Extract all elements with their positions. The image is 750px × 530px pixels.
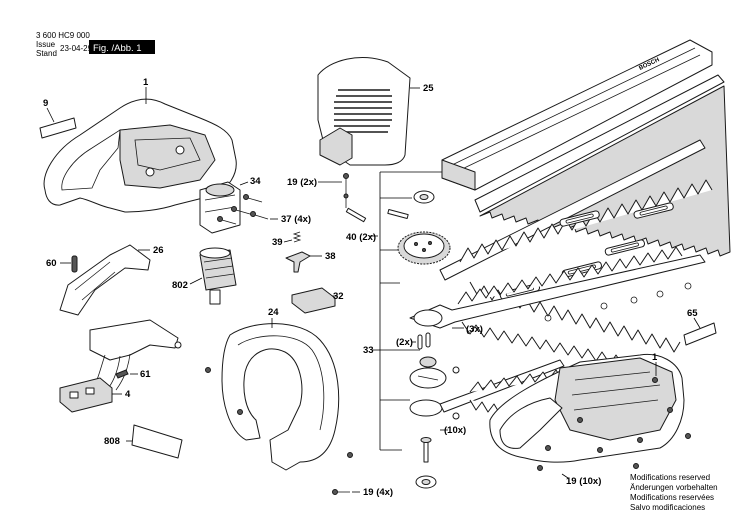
stand-label: Stand (36, 49, 57, 58)
part-1-handle-housing: 1 (43, 77, 237, 213)
part-39-spring: 39 (272, 231, 302, 248)
part-9-label-strip: 9 (39, 98, 77, 139)
label-40-2x: 40 (2x) (346, 232, 376, 243)
part-40-pins: 40 (2x) (345, 207, 409, 243)
label-4: 4 (125, 389, 131, 400)
part-34-motor-holder: 34 (199, 176, 261, 234)
label-32: 32 (333, 291, 344, 302)
label-39: 39 (272, 237, 283, 248)
label-1-body: 1 (652, 352, 658, 363)
part-65-label-strip: 65 (683, 308, 717, 346)
part-32-pad: 32 (291, 287, 344, 314)
label-34: 34 (250, 176, 261, 187)
part-24-front-handle: 24 19 (4x) (205, 307, 393, 498)
note-line-4: Salvo modificaciones (630, 503, 705, 512)
part-802-motor: 802 (172, 247, 237, 305)
label-25: 25 (423, 83, 434, 94)
label-60: 60 (46, 258, 57, 269)
part-61-spring-pin: 61 (115, 369, 151, 380)
label-1-top: 1 (143, 77, 149, 88)
figure-label: Fig. /Abb. 1 (93, 43, 142, 54)
label-3x: (3x) (466, 324, 483, 335)
part-number: 3 600 HC9 000 (36, 31, 90, 40)
label-2x: (2x) (396, 337, 413, 348)
part-4-switch-assembly: 4 (59, 319, 182, 413)
part-37-screws: 37 (4x) (217, 194, 311, 225)
label-26: 26 (153, 245, 164, 256)
part-38-trigger: 38 (285, 251, 336, 273)
label-38: 38 (325, 251, 336, 262)
label-24: 24 (268, 307, 279, 318)
gear-wheel (397, 231, 451, 265)
label-33: 33 (363, 345, 374, 356)
label-65: 65 (687, 308, 698, 319)
part-26-guard-bracket: 26 (59, 244, 164, 316)
label-37-4x: 37 (4x) (281, 214, 311, 225)
note-line-1: Modifications reserved (630, 473, 710, 482)
issue-date: 23-04-29 (60, 44, 93, 53)
header-block: 3 600 HC9 000 Issue Stand 23-04-29 Fig. … (36, 31, 155, 58)
label-802: 802 (172, 280, 188, 291)
label-61: 61 (140, 369, 151, 380)
assembly-bracket: 33 (363, 171, 442, 451)
eccentric-parts: (2x) (396, 332, 460, 389)
part-808-label-plate: 808 (104, 424, 183, 459)
issue-label: Issue (36, 40, 56, 49)
label-19-10x: 19 (10x) (566, 476, 601, 487)
label-9: 9 (43, 98, 48, 109)
washer-top (413, 190, 435, 204)
modifications-notes: Modifications reserved Änderungen vorbeh… (630, 473, 718, 512)
blade-cover: BOSCH (441, 39, 713, 191)
note-line-2: Änderungen vorbehalten (630, 483, 718, 492)
note-line-3: Modifications reservées (630, 493, 714, 502)
blade-strip-upper (474, 74, 731, 257)
part-1-main-body: 1 19 (10x) (489, 352, 691, 487)
label-19-2x: 19 (2x) (287, 177, 317, 188)
part-25-cover-plate: 25 (317, 57, 434, 166)
label-19-4x: 19 (4x) (363, 487, 393, 498)
label-10x: (10x) (444, 425, 466, 436)
label-808: 808 (104, 436, 120, 447)
figure-badge (89, 40, 155, 54)
part-60-pin: 60 (46, 255, 78, 273)
part-19-screw-2x: 19 (2x) (287, 173, 349, 208)
